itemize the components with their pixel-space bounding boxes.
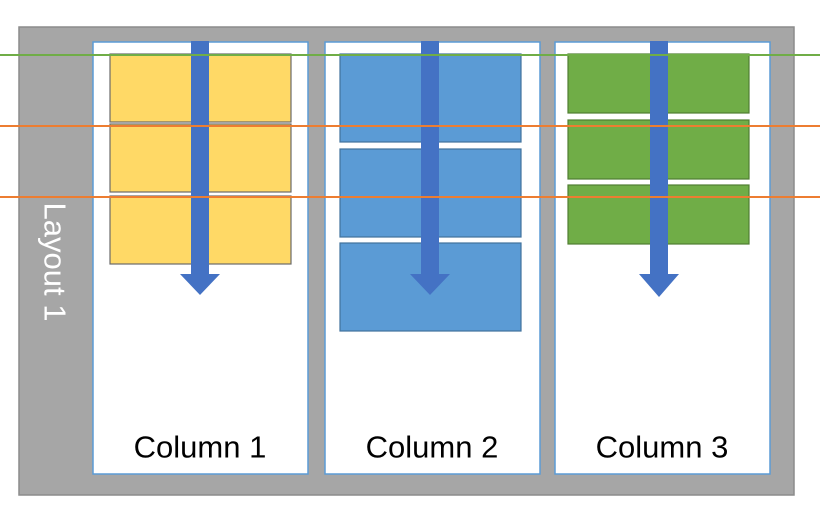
column-3-label: Column 3: [596, 430, 729, 465]
column-3-flow-arrow: [639, 41, 679, 297]
column-2-flow-arrow: [410, 41, 450, 295]
column-1-label: Column 1: [134, 430, 267, 465]
column-1-flow-arrow: [180, 41, 220, 295]
layout-label: Layout 1: [38, 203, 73, 322]
column-2-label: Column 2: [366, 430, 499, 465]
